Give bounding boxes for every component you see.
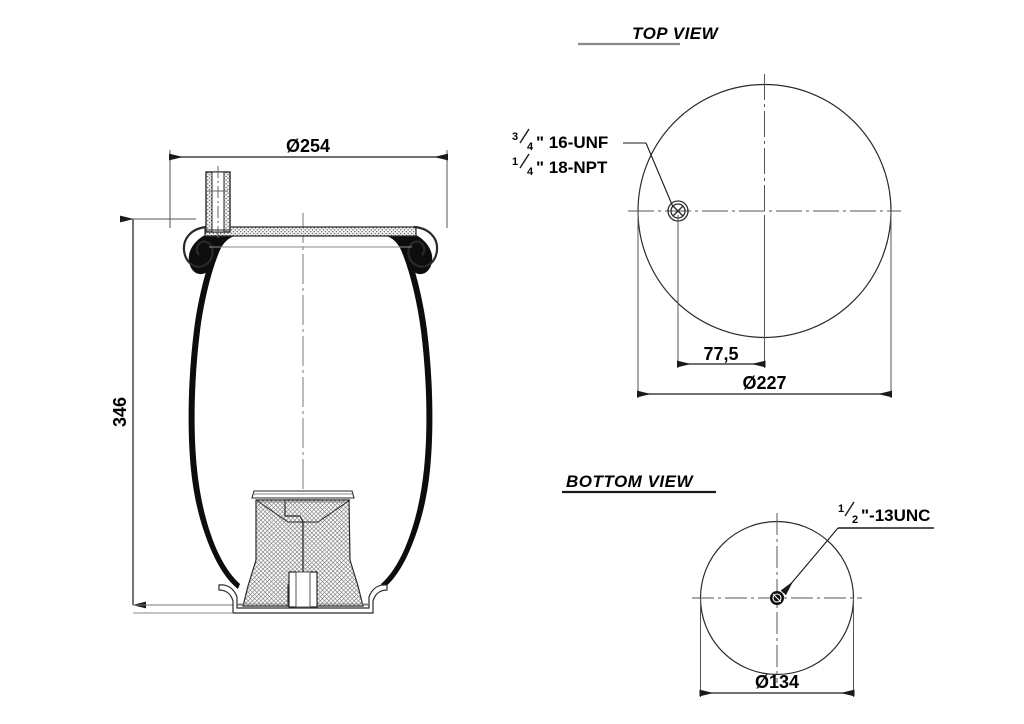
bottom-callout-numerator: 1 [838, 503, 844, 515]
bottom-view: BOTTOM VIEW 1 2 "-13UNC Ø134 [562, 472, 934, 697]
bead-curl-left [182, 225, 214, 268]
top-view: TOP VIEW 3 4 " 16-UNF 1 4 " 18-NPT [512, 24, 901, 398]
callout1-text: " 16-UNF [536, 133, 608, 152]
bottom-view-title: BOTTOM VIEW [566, 472, 694, 491]
bottom-piston [133, 490, 388, 614]
callout1-numerator: 3 [512, 131, 518, 143]
top-air-fitting [205, 166, 231, 240]
bottom-callout-denominator: 2 [852, 514, 858, 526]
dim-label-width: Ø254 [286, 136, 330, 156]
dim-label-height: 346 [110, 397, 130, 427]
front-section-view: Ø254 346 [110, 136, 449, 614]
top-view-extension-lines [637, 211, 892, 398]
top-view-callout-leader [623, 142, 674, 208]
bottom-view-thread-callout: 1 2 "-13UNC [838, 501, 930, 526]
bellows-body-right [381, 230, 433, 589]
callout2-text: " 18-NPT [536, 158, 608, 177]
callout2-denominator: 4 [527, 166, 534, 178]
top-view-thread-callout: 3 4 " 16-UNF 1 4 " 18-NPT [512, 128, 608, 178]
bottom-view-callout-leader [780, 527, 934, 596]
front-extension-lines [169, 150, 448, 228]
bellows-body-left [188, 230, 240, 589]
dim-label-top-diameter: Ø227 [742, 373, 786, 393]
bottom-callout-text: "-13UNC [861, 506, 930, 525]
center-bolt-symbol [770, 591, 784, 605]
bead-curl-right [407, 225, 439, 268]
dim-label-bottom-diameter: Ø134 [755, 672, 799, 692]
dim-label-offset: 77,5 [703, 344, 738, 364]
bottom-view-extension-lines [700, 598, 854, 697]
top-view-title: TOP VIEW [632, 24, 720, 43]
callout1-denominator: 4 [527, 141, 534, 153]
callout2-numerator: 1 [512, 156, 518, 168]
top-bead-plate [204, 226, 417, 237]
